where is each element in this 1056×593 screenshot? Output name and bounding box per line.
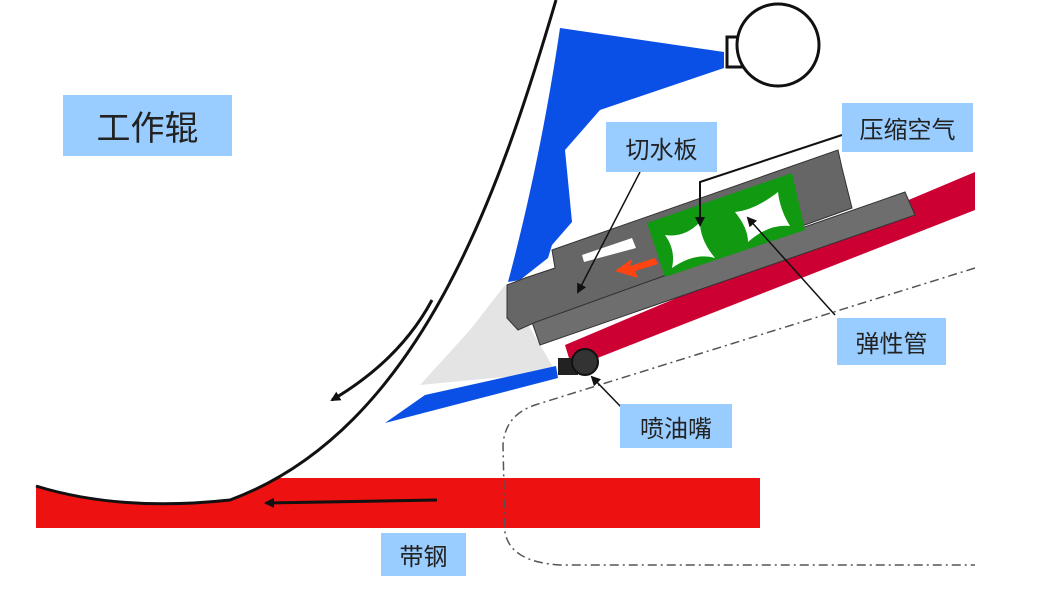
label-wiper-plate: 切水板	[606, 122, 717, 172]
dash-dot-outline	[502, 267, 976, 566]
flow-arrow	[615, 258, 658, 278]
leader-tube	[746, 216, 836, 316]
label-strip-steel: 带钢	[381, 533, 466, 576]
nozzle-head	[571, 348, 599, 376]
leader-nozzle	[590, 375, 623, 409]
oil-fan	[420, 285, 556, 385]
lamp-icon	[735, 2, 821, 88]
work-roll	[0, 0, 556, 504]
label-elastic-tube: 弹性管	[837, 318, 946, 365]
strip-direction-arrow	[264, 497, 438, 508]
leader-air	[695, 134, 843, 227]
leader-wiper	[577, 171, 641, 294]
label-compressed-air: 压缩空气	[842, 103, 973, 152]
label-work-roll: 工作辊	[63, 95, 232, 156]
upper-spray	[508, 28, 724, 282]
label-oil-nozzle: 喷油嘴	[620, 404, 732, 448]
rotation-arrow	[330, 299, 434, 402]
lower-spray	[385, 366, 558, 423]
